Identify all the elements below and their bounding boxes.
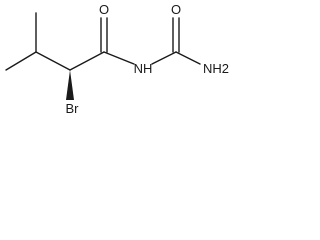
atom-oxygen-left: O (99, 2, 109, 17)
bond-alpha-to-carbonyl (69, 51, 105, 71)
atom-bromine: Br (66, 101, 80, 116)
bond-carbonyl-to-nh (103, 51, 135, 65)
atom-amide-nitrogen: NH (134, 61, 153, 76)
molecule-structure: O O NH NH2 Br (5, 2, 229, 116)
stereo-wedge-bond (66, 70, 74, 100)
structure-canvas: O O NH NH2 Br (0, 0, 234, 117)
bond-urea-to-nh2 (175, 51, 201, 65)
atom-oxygen-right: O (171, 2, 181, 17)
bond-isopropyl-to-alpha (35, 51, 71, 71)
bond-methyl-left (5, 51, 37, 71)
atom-amine-group: NH2 (203, 61, 229, 76)
bond-nh-to-urea-carbon (151, 51, 177, 65)
